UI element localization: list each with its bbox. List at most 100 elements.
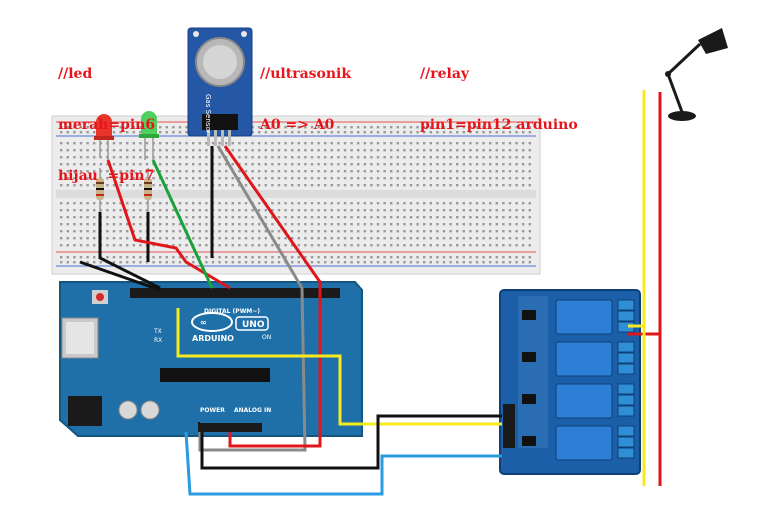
- breadboard-hole: [165, 184, 168, 187]
- breadboard-hole: [271, 184, 274, 187]
- breadboard-hole: [495, 230, 498, 233]
- breadboard-hole: [324, 126, 327, 129]
- breadboard-hole: [310, 126, 314, 129]
- breadboard-hole: [403, 202, 406, 205]
- breadboard-hole: [119, 261, 122, 264]
- breadboard-hole: [363, 142, 366, 145]
- breadboard-hole: [284, 256, 287, 259]
- breadboard-hole: [205, 223, 208, 226]
- breadboard-hole: [106, 209, 109, 212]
- breadboard-hole: [363, 184, 366, 187]
- breadboard-hole: [528, 202, 531, 205]
- breadboard-hole: [79, 149, 83, 152]
- breadboard-hole: [423, 230, 426, 233]
- breadboard-hole: [291, 177, 294, 180]
- breadboard-hole: [462, 230, 465, 233]
- breadboard-hole: [317, 244, 320, 247]
- breadboard-hole: [370, 237, 373, 240]
- breadboard-hole: [357, 202, 360, 205]
- breadboard-hole: [165, 202, 168, 205]
- breadboard-hole: [489, 209, 492, 212]
- breadboard-hole: [403, 170, 406, 173]
- breadboard-hole: [324, 170, 327, 173]
- breadboard-hole: [145, 170, 149, 173]
- breadboard-hole: [317, 142, 320, 145]
- breadboard-hole: [185, 223, 188, 226]
- breadboard-hole: [73, 244, 76, 247]
- breadboard-hole: [178, 131, 182, 134]
- breadboard-hole: [442, 177, 446, 180]
- breadboard-hole: [60, 156, 63, 159]
- breadboard-hole: [515, 256, 518, 259]
- breadboard-hole: [218, 223, 221, 226]
- breadboard-hole: [456, 256, 459, 259]
- breadboard-hole: [416, 256, 419, 259]
- breadboard-hole: [132, 216, 135, 219]
- breadboard-hole: [482, 256, 485, 259]
- breadboard-hole: [416, 184, 419, 187]
- breadboard-hole: [60, 230, 63, 233]
- arduino-brand-text: ARDUINO: [192, 334, 234, 343]
- breadboard-hole: [350, 256, 353, 259]
- breadboard-hole: [495, 223, 498, 226]
- breadboard-hole: [343, 202, 347, 205]
- breadboard-hole: [86, 163, 89, 166]
- breadboard-hole: [475, 244, 479, 247]
- breadboard-hole: [469, 244, 472, 247]
- breadboard-hole: [350, 261, 353, 264]
- breadboard-hole: [343, 209, 347, 212]
- breadboard-hole: [205, 237, 208, 240]
- breadboard-hole: [99, 170, 102, 173]
- breadboard-hole: [310, 237, 314, 240]
- breadboard-hole: [218, 142, 221, 145]
- breadboard-hole: [132, 163, 135, 166]
- breadboard-hole: [66, 156, 69, 159]
- breadboard-hole: [502, 131, 505, 134]
- breadboard-hole: [515, 149, 518, 152]
- breadboard-hole: [495, 202, 498, 205]
- breadboard-hole: [310, 170, 314, 173]
- breadboard-hole: [442, 230, 446, 233]
- breadboard-hole: [119, 163, 122, 166]
- breadboard-hole: [192, 149, 195, 152]
- breadboard-hole: [403, 223, 406, 226]
- breadboard-hole: [337, 237, 340, 240]
- breadboard-hole: [330, 202, 333, 205]
- breadboard-hole: [376, 184, 380, 187]
- breadboard-hole: [218, 261, 221, 264]
- breadboard-hole: [225, 163, 228, 166]
- breadboard-hole: [205, 209, 208, 212]
- breadboard-hole: [409, 261, 413, 264]
- breadboard-hole: [225, 261, 228, 264]
- note-led-title: //led: [58, 66, 93, 82]
- breadboard-hole: [502, 237, 505, 240]
- breadboard-hole: [244, 256, 248, 259]
- breadboard-hole: [198, 149, 201, 152]
- breadboard-hole: [178, 170, 182, 173]
- breadboard-hole: [370, 142, 373, 145]
- breadboard-hole: [198, 230, 201, 233]
- wire-yellow-signal: [176, 308, 502, 426]
- breadboard-hole: [79, 216, 83, 219]
- breadboard-hole: [383, 156, 386, 159]
- breadboard-hole: [423, 237, 426, 240]
- breadboard-hole: [60, 149, 63, 152]
- breadboard-hole: [112, 216, 116, 219]
- breadboard-hole: [126, 230, 129, 233]
- breadboard-hole: [172, 244, 175, 247]
- breadboard-hole: [152, 177, 155, 180]
- breadboard-hole: [482, 209, 485, 212]
- breadboard-hole: [159, 256, 162, 259]
- breadboard-hole: [508, 244, 512, 247]
- breadboard-hole: [310, 156, 314, 159]
- arduino-uno-logo: UNO: [242, 320, 265, 330]
- breadboard-hole: [271, 223, 274, 226]
- breadboard-hole: [330, 237, 333, 240]
- breadboard-hole: [436, 202, 439, 205]
- breadboard-hole: [429, 230, 432, 233]
- breadboard-hole: [489, 216, 492, 219]
- breadboard-hole: [73, 131, 76, 134]
- breadboard-hole: [271, 126, 274, 129]
- breadboard-hole: [159, 209, 162, 212]
- breadboard-hole: [475, 170, 479, 173]
